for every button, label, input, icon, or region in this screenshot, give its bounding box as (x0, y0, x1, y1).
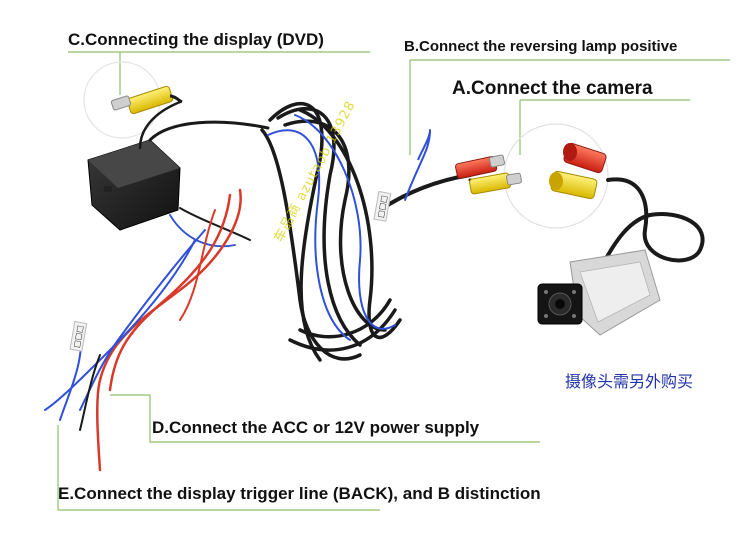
rca-plugs-camera (549, 142, 607, 200)
camera-unit (537, 249, 661, 336)
blue-cable-coil (267, 114, 396, 341)
callout-line-d (110, 394, 540, 443)
label-d-power: D.Connect the ACC or 12V power supply (152, 418, 480, 437)
label-c-display: C.Connecting the display (DVD) (68, 30, 324, 49)
rca-plug-display (110, 85, 183, 115)
label-b-reversing-lamp: B.Connect the reversing lamp positive (404, 38, 678, 55)
camera-sold-separately-note: 摄像头需另外购买 (565, 372, 694, 391)
callout-lines (57, 51, 730, 511)
rca-plugs-junction (455, 154, 522, 195)
control-box (87, 139, 181, 231)
reversing-wire-end (417, 131, 431, 161)
box-wires (138, 100, 270, 248)
label-e-trigger: E.Connect the display trigger line (BACK… (58, 484, 541, 503)
callout-line-e (57, 425, 380, 511)
label-a-camera: A.Connect the camera (452, 78, 653, 99)
